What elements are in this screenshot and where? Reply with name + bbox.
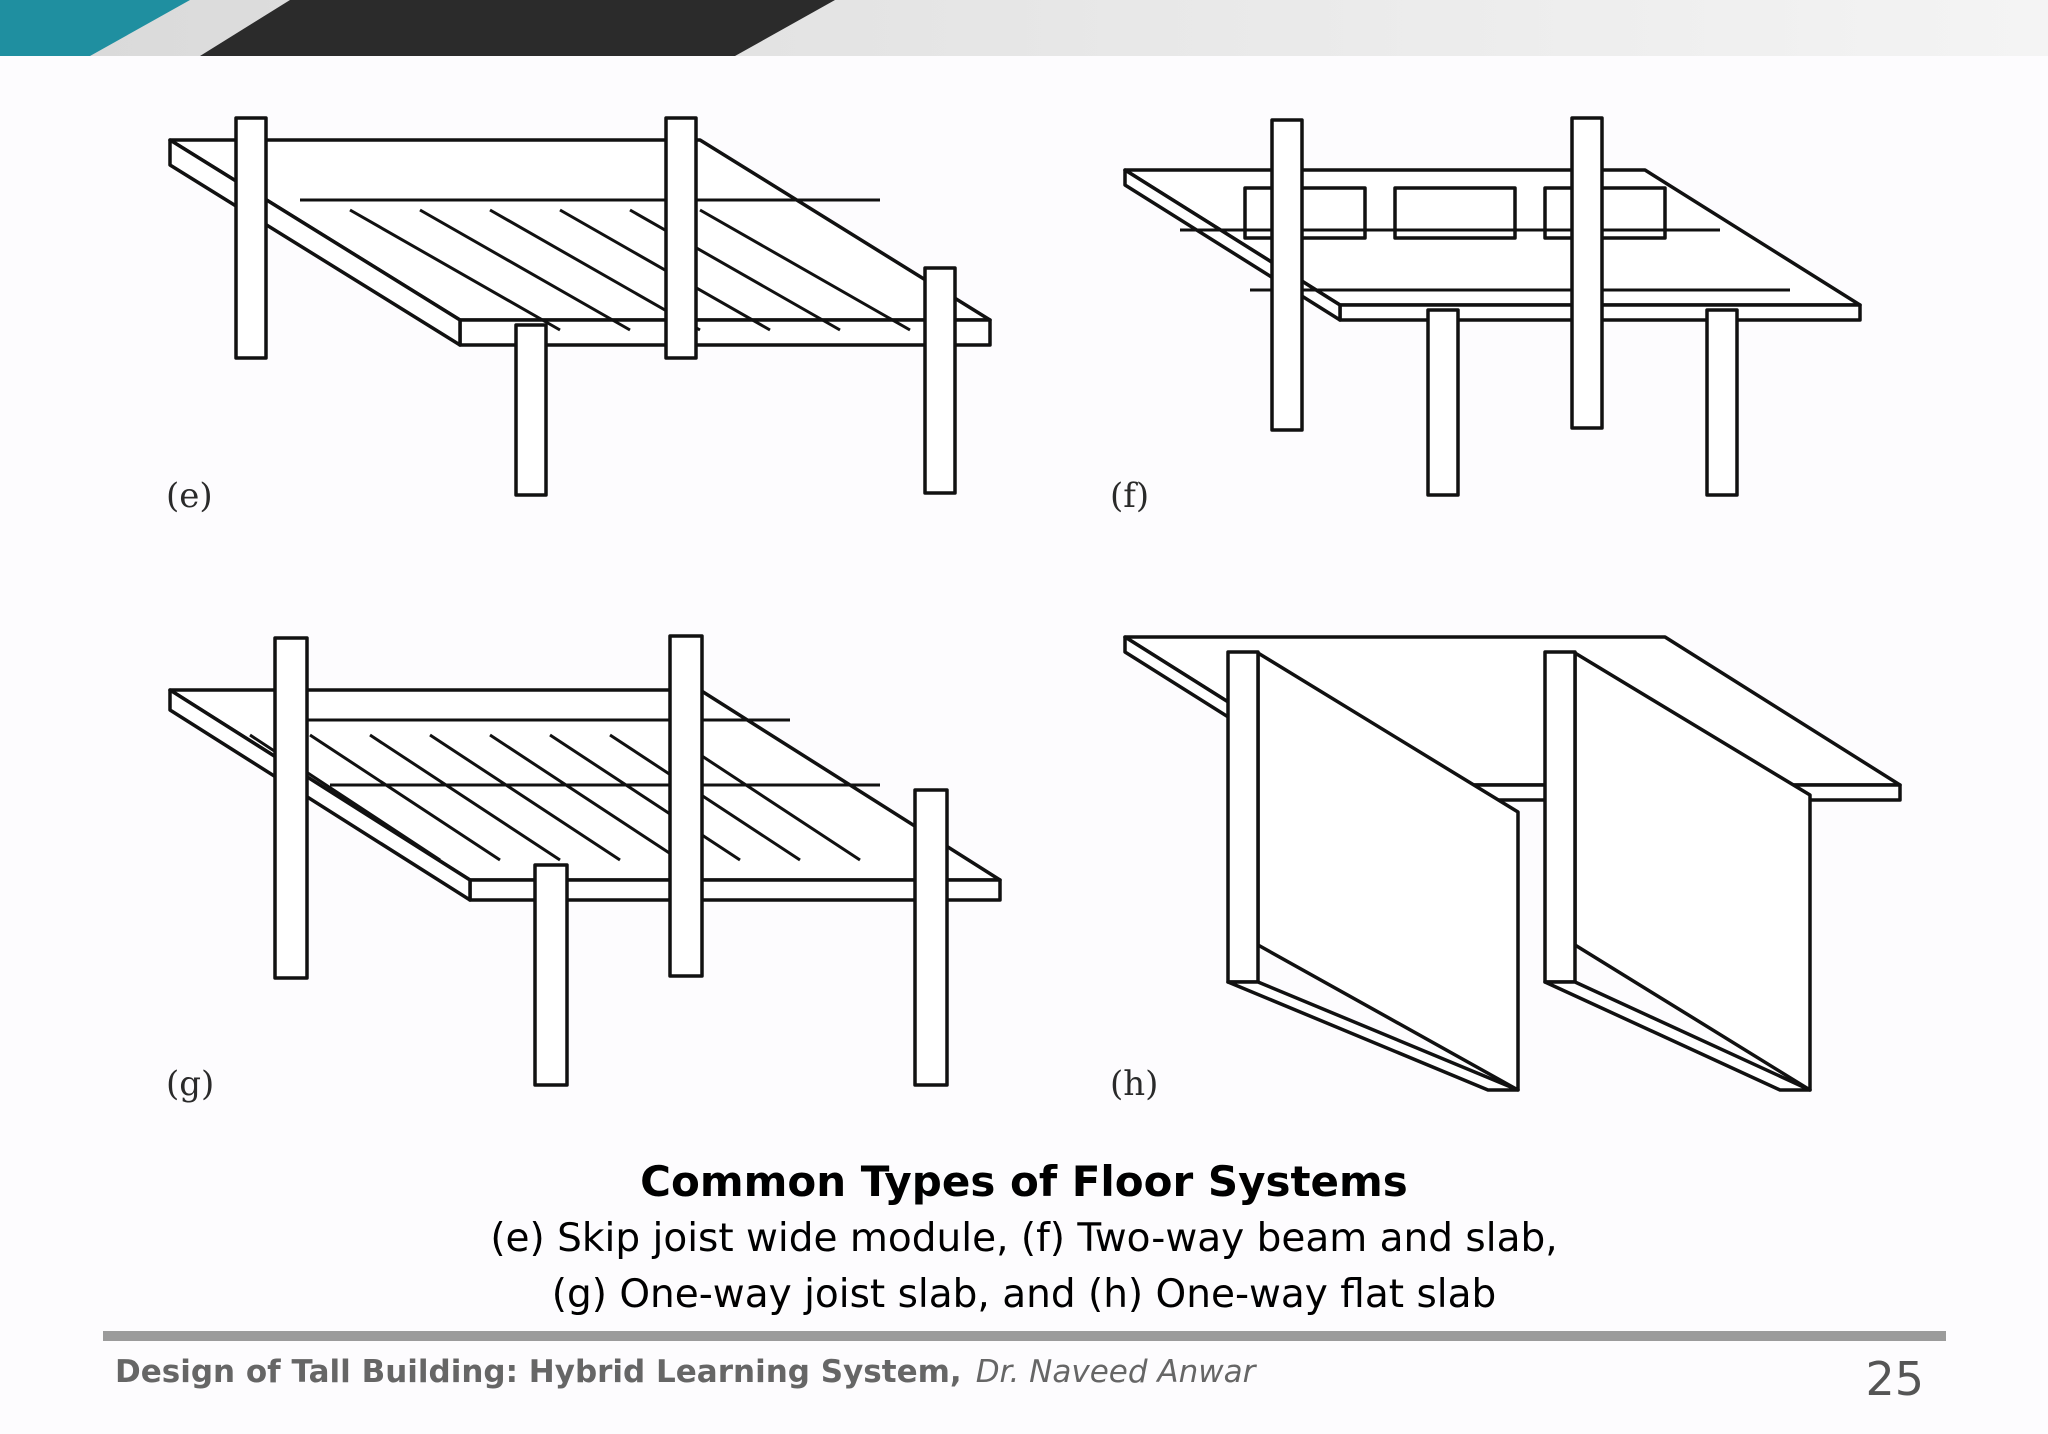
- panel-f-label: (f): [1110, 476, 1150, 516]
- panel-h-drawing: [1123, 635, 1902, 1092]
- footer-credit: Design of Tall Building: Hybrid Learning…: [115, 1354, 1255, 1390]
- figure-caption: Common Types of Floor Systems (e) Skip j…: [0, 1153, 2048, 1323]
- floor-systems-figure: [168, 116, 1902, 1092]
- footer-author: Dr. Naveed Anwar: [975, 1354, 1256, 1390]
- panel-g-drawing: [168, 634, 1002, 1087]
- page-number: 25: [1865, 1352, 1924, 1406]
- footer-rule: [103, 1331, 1946, 1341]
- caption-line-2: (g) One-way joist slab, and (h) One-way …: [551, 1272, 1497, 1317]
- panel-h-label: (h): [1110, 1064, 1159, 1104]
- header-dark-stripe: [200, 0, 835, 56]
- header-band: [0, 0, 2048, 56]
- caption-line-1: (e) Skip joist wide module, (f) Two-way …: [490, 1216, 1558, 1261]
- panel-e-label: (e): [166, 476, 213, 516]
- panel-g-label: (g): [166, 1064, 215, 1104]
- footer-course-title: Design of Tall Building: Hybrid Learning…: [115, 1354, 962, 1390]
- caption-title: Common Types of Floor Systems: [640, 1157, 1408, 1206]
- header-teal-stripe: [0, 0, 190, 56]
- panel-e-drawing: [168, 116, 992, 497]
- panel-f-drawing: [1123, 116, 1862, 497]
